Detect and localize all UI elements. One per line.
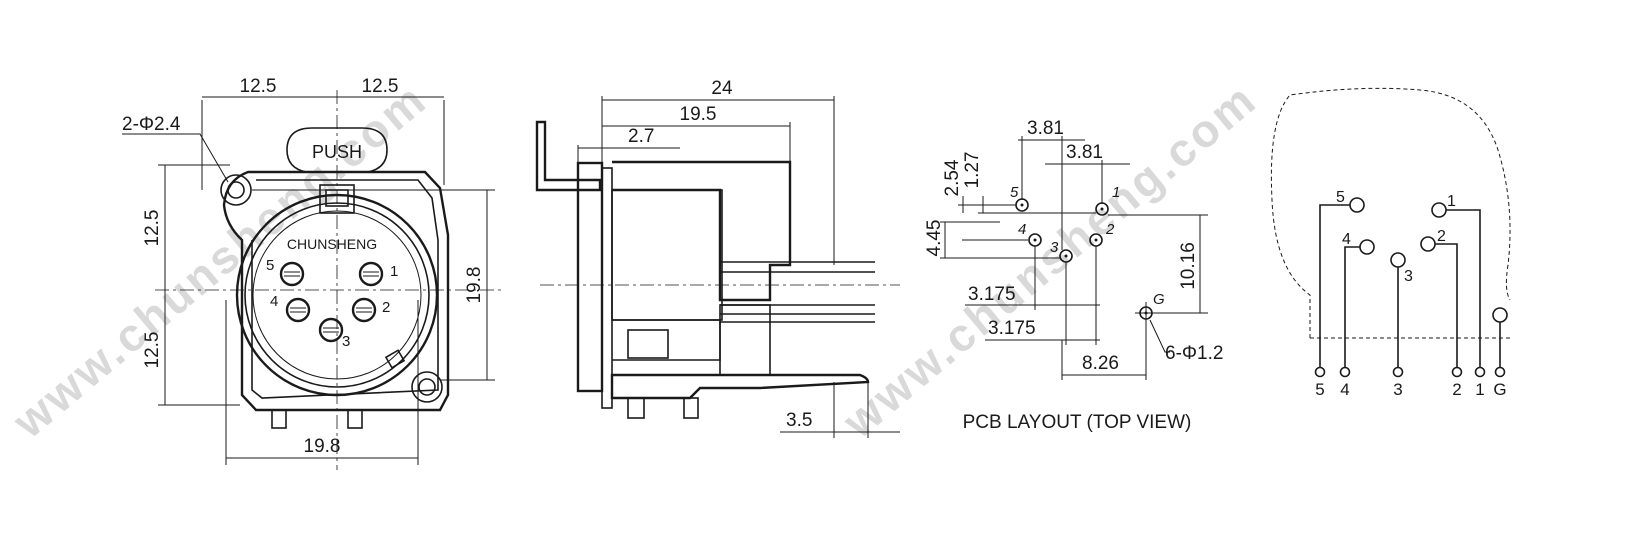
dim-front-hole: 2-Φ2.4 (122, 114, 181, 135)
front-view: PUSH CHUNSHENG 5 1 (122, 76, 505, 470)
push-label: PUSH (312, 142, 362, 162)
pcb-dim-445: 4.45 (924, 220, 945, 257)
pcb-pin-3: 3 (1050, 239, 1059, 256)
pcb-pin-1: 1 (1112, 184, 1120, 201)
contact-label-4: 4 (270, 293, 278, 310)
pcb-dim-826: 8.26 (1082, 353, 1119, 374)
schem-terminal-4: 4 (1340, 380, 1349, 399)
pcb-dim-381-a: 3.81 (1027, 118, 1064, 139)
dim-front-left-lower: 12.5 (142, 332, 163, 369)
dim-side-flange: 2.7 (628, 126, 654, 147)
contact-label-3: 3 (342, 333, 350, 350)
dim-side-pin-offset: 3.5 (786, 410, 812, 431)
pcb-dim-127: 1.27 (962, 152, 983, 189)
schem-contact-3: 3 (1404, 268, 1413, 285)
pcb-caption: PCB LAYOUT (TOP VIEW) (963, 412, 1192, 433)
dim-front-top-right: 12.5 (362, 76, 399, 97)
dim-front-bottom: 19.8 (304, 436, 341, 457)
dim-front-top-left: 12.5 (240, 76, 277, 97)
side-view: 24 19.5 2.7 3.5 (535, 78, 900, 438)
pcb-dim-381-b: 3.81 (1066, 142, 1103, 163)
contacts (279, 261, 384, 343)
schem-contact-5: 5 (1336, 189, 1345, 206)
schem-contact-1: 1 (1447, 193, 1456, 210)
schem-terminal-3: 3 (1393, 380, 1402, 399)
pcb-pin-5: 5 (1010, 184, 1019, 201)
dim-side-body: 19.5 (680, 104, 717, 125)
contact-label-5: 5 (266, 257, 274, 274)
dim-front-height: 19.8 (464, 267, 485, 304)
pcb-dim-holes: 6-Φ1.2 (1165, 343, 1223, 364)
schem-terminal-2: 2 (1452, 380, 1461, 399)
contact-label-2: 2 (382, 299, 390, 316)
pcb-pin-g: G (1153, 291, 1165, 308)
dim-front-left-upper: 12.5 (142, 210, 163, 247)
pcb-layout: 5 1 4 2 3 G 3.81 3.81 2.54 1.27 4.45 10.… (924, 118, 1223, 433)
pcb-dim-3175-a: 3.175 (968, 284, 1016, 305)
brand-label: CHUNSHENG (287, 236, 377, 252)
schem-terminal-1: 1 (1475, 380, 1484, 399)
pcb-pin-4: 4 (1018, 221, 1026, 238)
schem-contact-2: 2 (1437, 228, 1446, 245)
schem-terminal-g: G (1493, 380, 1506, 399)
pcb-dim-254: 2.54 (942, 159, 963, 196)
schem-terminal-5: 5 (1315, 380, 1324, 399)
rear-pins (719, 261, 875, 376)
pcb-dim-3175-b: 3.175 (988, 318, 1036, 339)
dim-side-overall: 24 (711, 78, 733, 99)
contact-label-1: 1 (390, 263, 398, 280)
schem-contact-4: 4 (1342, 231, 1351, 248)
pcb-dim-1016: 10.16 (1178, 242, 1199, 290)
pcb-pin-2: 2 (1105, 221, 1115, 238)
schematic: 5 4 3 2 1 5 4 3 2 1 G (1270, 87, 1511, 399)
